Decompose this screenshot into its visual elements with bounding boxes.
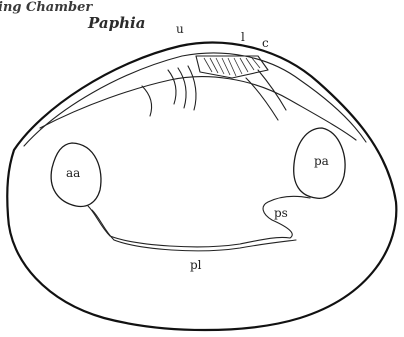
label-umbo: u — [176, 22, 184, 36]
pallial-line-inner — [92, 210, 296, 251]
label-pallial-sinus: ps — [274, 206, 288, 220]
label-cardinal-teeth: c — [262, 36, 269, 50]
label-anterior-adductor: aa — [66, 166, 80, 180]
label-ligament: l — [241, 30, 245, 44]
genus-caption: Paphia — [87, 14, 145, 32]
label-posterior-adductor: pa — [314, 154, 329, 168]
caption-fragment: ing Chamber — [0, 0, 93, 15]
label-pallial-line: pl — [190, 258, 202, 272]
pallial-line — [88, 196, 310, 246]
